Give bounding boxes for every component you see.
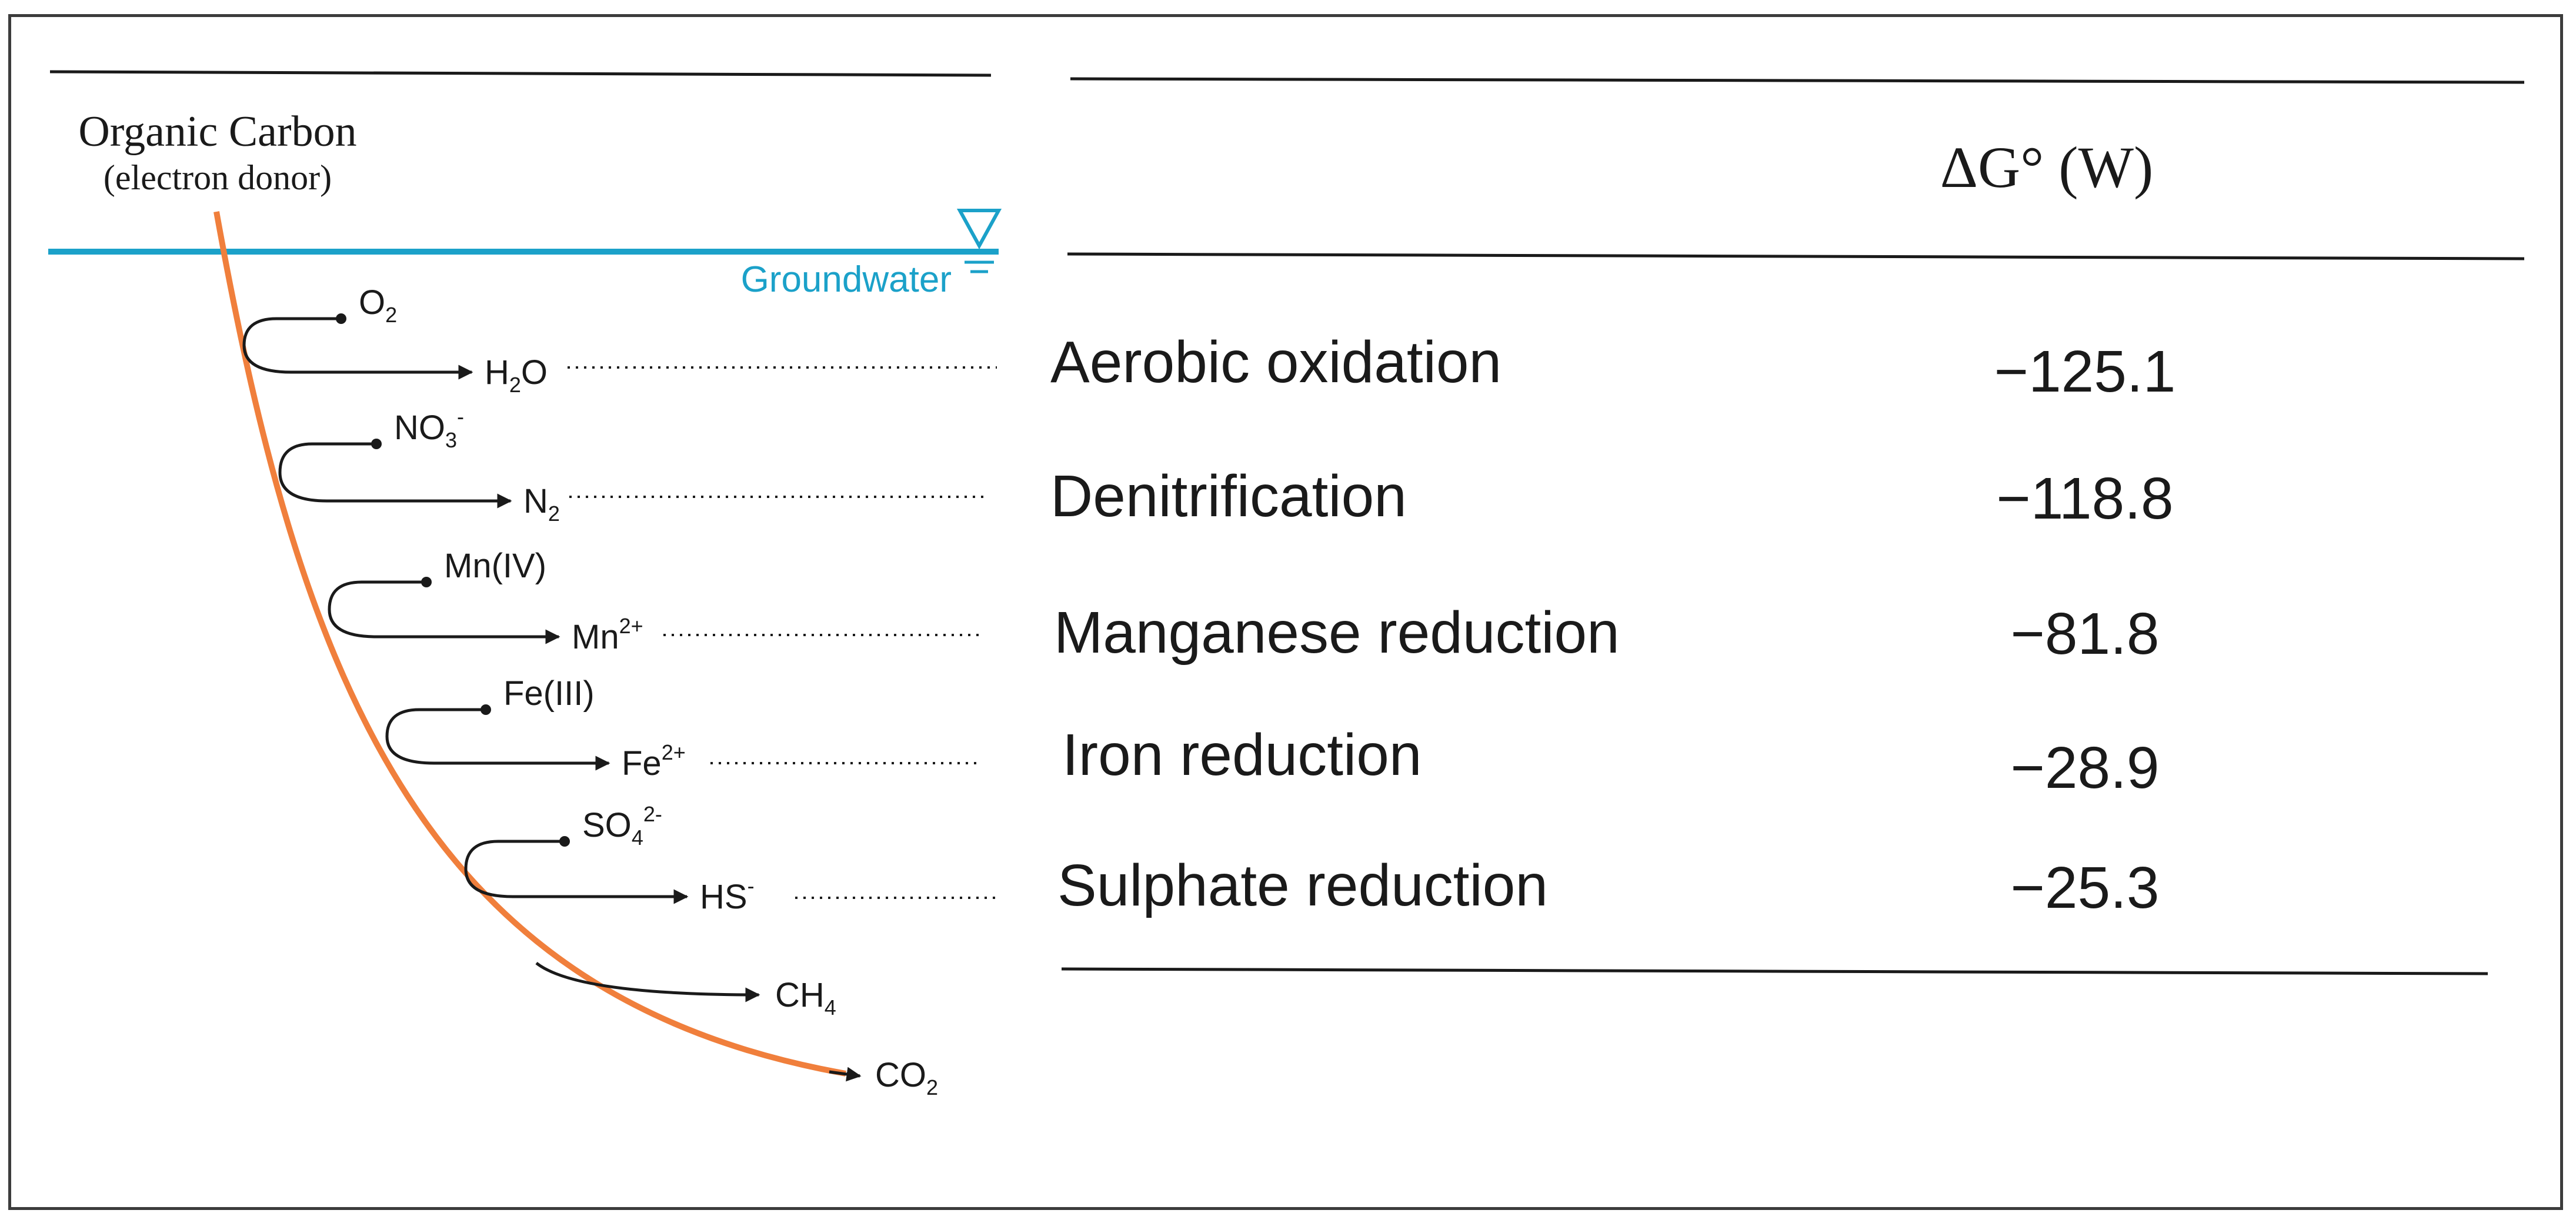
oxidant-label: NO3- xyxy=(394,405,464,452)
oxidant-label: SO42- xyxy=(582,802,662,850)
process-name: Manganese reduction xyxy=(1054,600,1620,666)
reaction-arrow xyxy=(328,580,560,644)
delta-g-header: ΔG° (W) xyxy=(1940,135,2154,200)
delta-g-value: −118.8 xyxy=(1996,466,2173,532)
table-top-rule xyxy=(1070,77,2525,84)
oxidant-label: Mn(IV) xyxy=(444,547,546,585)
reaction-arrow xyxy=(464,840,689,904)
reaction-arrow xyxy=(242,317,473,380)
oxidant-label: O2 xyxy=(359,283,397,327)
product-label: Fe2+ xyxy=(622,740,686,783)
organic-carbon-curve xyxy=(213,211,846,1077)
oxidant-dot xyxy=(421,577,432,587)
product-label: N2 xyxy=(523,482,560,526)
delta-g-value: −125.1 xyxy=(1994,339,2176,405)
water-table-icon xyxy=(956,209,1002,250)
oxidant-dot xyxy=(371,439,382,449)
process-name: Aerobic oxidation xyxy=(1050,329,1501,395)
product-label: HS- xyxy=(700,874,755,916)
table-bottom-rule xyxy=(1061,967,2488,975)
product-label: H2O xyxy=(485,353,548,397)
oxidant-dot xyxy=(559,836,570,847)
figure-frame xyxy=(8,14,2563,1210)
donor-title: Organic Carbon xyxy=(78,108,356,156)
co2-arrow-tip xyxy=(829,1067,862,1082)
oxidant-dot xyxy=(481,704,491,715)
product-label: Mn2+ xyxy=(572,614,643,656)
delta-g-value: −81.8 xyxy=(2010,601,2159,667)
oxidant-label: Fe(III) xyxy=(503,674,595,713)
reaction-arrow xyxy=(278,442,512,509)
table-header-rule xyxy=(1067,252,2525,260)
groundwater-label: Groundwater xyxy=(741,259,952,300)
reaction-arrow xyxy=(385,708,610,771)
co2-label: CO2 xyxy=(875,1056,938,1099)
process-name: Denitrification xyxy=(1050,463,1407,529)
oxidant-dot xyxy=(336,313,346,324)
diagram-top-rule xyxy=(49,70,992,77)
methane-arrow xyxy=(535,962,760,1002)
delta-g-value: −28.9 xyxy=(2010,735,2159,801)
process-name: Iron reduction xyxy=(1062,722,1422,788)
delta-g-value: −25.3 xyxy=(2010,855,2159,921)
donor-subtitle: (electron donor) xyxy=(104,158,332,197)
methane-label: CH4 xyxy=(775,976,836,1020)
process-name: Sulphate reduction xyxy=(1057,853,1548,918)
